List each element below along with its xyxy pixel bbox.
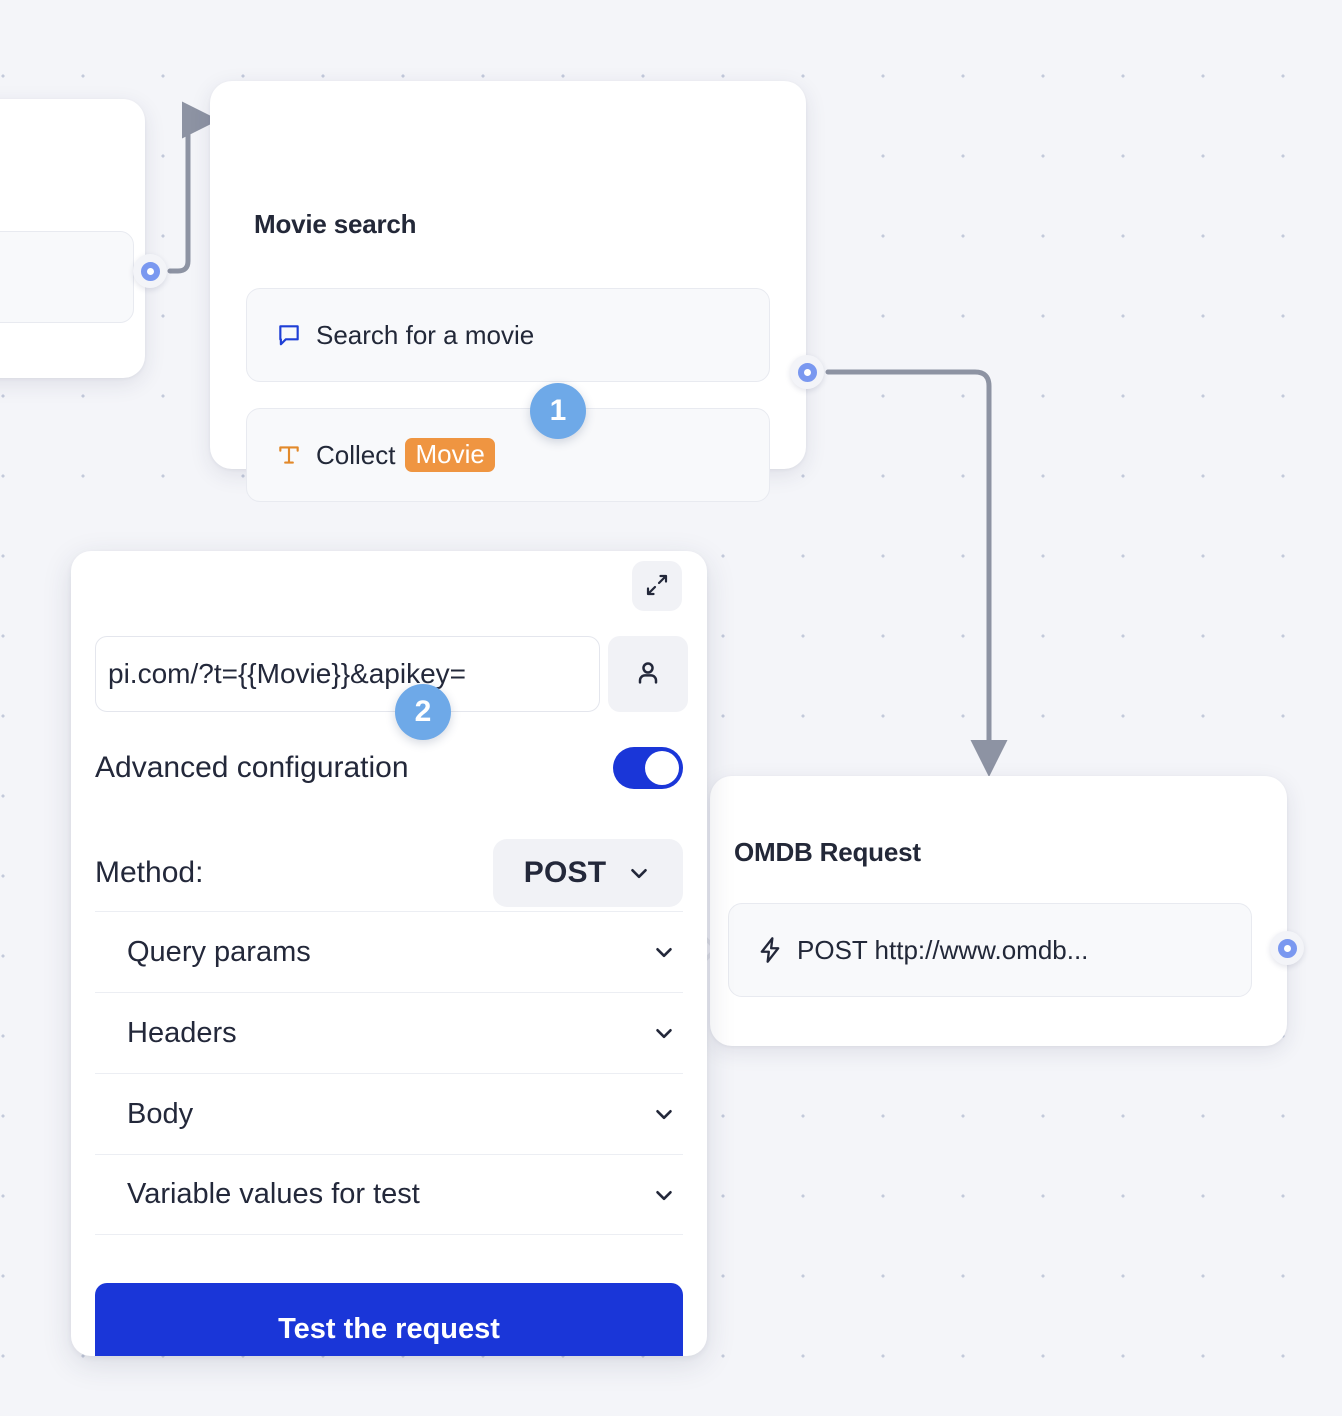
accordion-item-query-params[interactable]: Query params [95,911,683,992]
node-partial[interactable] [0,99,145,378]
accordion-label: Variable values for test [127,1178,420,1210]
chevron-down-icon [651,1101,677,1127]
node-row-collect-movie[interactable]: Collect Movie [246,408,770,502]
text-t-icon [276,442,302,468]
request-config-panel[interactable]: Advanced configuration Method: POST Quer… [71,551,707,1356]
method-select[interactable]: POST [493,839,683,907]
edge-movie-to-omdb [825,369,1008,778]
collect-label: Collect [316,439,396,470]
chat-bubble-icon [276,322,302,348]
advanced-configuration-label: Advanced configuration [95,751,409,784]
node-row-label: Search for a movie [316,319,535,350]
connection-port-left[interactable] [133,254,167,288]
advanced-configuration-row: Advanced configuration [95,747,683,789]
advanced-configuration-toggle[interactable] [613,747,683,789]
step-badge-2: 2 [395,684,451,740]
node-row-label: POST http://www.omdb... [797,934,1089,965]
url-row [95,636,688,712]
accordion-label: Query params [127,935,311,968]
node-row-post-request[interactable]: POST http://www.omdb... [728,903,1252,997]
step-badge-1: 1 [530,383,586,439]
accordion-item-headers[interactable]: Headers [95,992,683,1073]
chevron-down-icon [626,860,652,886]
edge-left-to-movie [167,101,220,274]
node-movie-search[interactable]: Movie search Search for a movie Collect … [210,81,806,502]
accordion-label: Body [127,1097,194,1130]
node-row-search-for-a-movie[interactable]: Search for a movie [246,288,770,382]
credentials-button[interactable] [608,636,688,712]
chevron-down-icon [651,1182,677,1208]
method-value: POST [523,856,607,889]
accordion-item-body[interactable]: Body [95,1073,683,1154]
expand-panel-button[interactable] [632,561,682,611]
chevron-down-icon [651,1020,677,1046]
node-omdb-request[interactable]: OMDB Request POST http://www.omdb... [710,776,1287,1046]
connection-port-omdb-output[interactable] [1270,931,1304,965]
connection-port-movie-output[interactable] [790,355,824,389]
test-the-request-button[interactable]: Test the request [95,1283,683,1356]
node-partial-row[interactable] [0,231,134,323]
node-title: OMDB Request [734,837,921,867]
config-accordion: Query params Headers Body [95,911,683,1235]
method-row: Method: POST [95,839,683,907]
node-title: Movie search [254,209,417,239]
person-icon [633,658,663,691]
url-input[interactable] [95,636,600,712]
expand-diagonal-icon [645,573,669,600]
method-label: Method: [95,856,204,889]
accordion-item-variable-values-for-test[interactable]: Variable values for test [95,1154,683,1235]
node-row-label: Collect Movie [316,438,495,472]
accordion-label: Headers [127,1016,237,1049]
variable-chip-movie[interactable]: Movie [405,438,495,472]
lightning-bolt-icon [757,936,783,964]
chevron-down-icon [651,939,677,965]
